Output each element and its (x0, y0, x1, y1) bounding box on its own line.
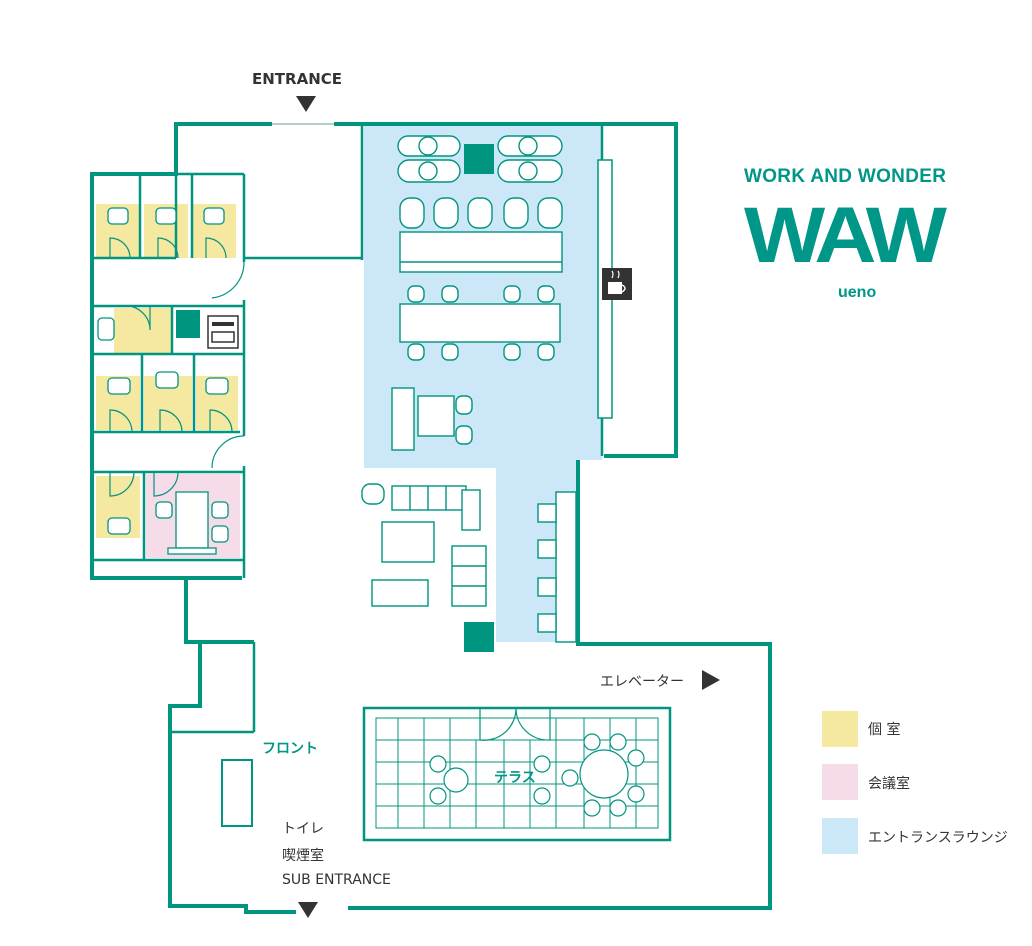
legend-label-private-room: 個 室 (868, 722, 901, 738)
lounge-furniture (361, 135, 577, 643)
front-desk (221, 759, 253, 827)
terrace-tables (429, 733, 645, 817)
sub-entrance-down-arrow-icon (298, 902, 318, 918)
private-room-4 (114, 308, 172, 354)
logo-mark: WAW (744, 191, 947, 280)
elevator-right-arrow-icon (702, 670, 720, 690)
entrance-label: ENTRANCE (252, 70, 342, 88)
terrace-label: テラス (494, 770, 536, 786)
private-desks (97, 207, 229, 555)
front-label: フロント (262, 741, 318, 757)
legend-swatch-private-room (822, 711, 858, 747)
legend-label-lounge: エントランスラウンジ (868, 830, 1008, 846)
toilet-label: トイレ (282, 821, 324, 837)
logo-location: ueno (838, 284, 877, 301)
coffee-icon (602, 268, 632, 300)
sub-entrance-label: SUB ENTRANCE (282, 872, 391, 888)
legend-swatch-lounge (822, 818, 858, 854)
printer-icon (207, 315, 239, 349)
legend-swatch-meeting-room (822, 764, 858, 800)
elevator-label: エレベーター (600, 674, 684, 690)
smoking-room-label: 喫煙室 (282, 848, 324, 864)
entrance-down-arrow-icon (296, 96, 316, 112)
legend-label-meeting-room: 会議室 (868, 776, 910, 792)
logo-tagline: WORK AND WONDER (744, 166, 947, 187)
